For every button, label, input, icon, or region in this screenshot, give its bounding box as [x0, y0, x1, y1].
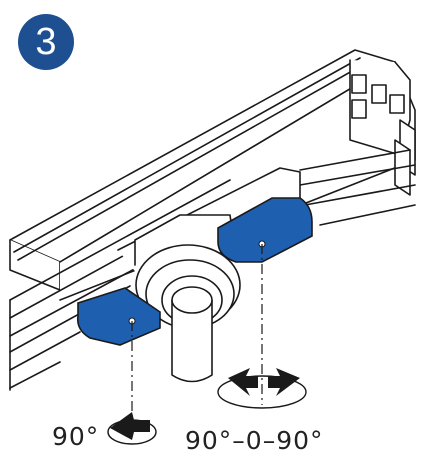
adapter-stem — [171, 286, 213, 383]
rotation-axes — [131, 244, 263, 440]
step-number: 3 — [35, 21, 57, 63]
step-badge: 3 — [18, 14, 74, 70]
rotation-label-right: 90°–0–90° — [185, 426, 324, 455]
rotate-arrow-icon — [217, 368, 307, 409]
rotate-arrow-icon — [107, 412, 157, 445]
rotate-arrow-icon — [268, 368, 300, 396]
rotation-label-left: 90° — [52, 422, 100, 451]
clamp-right — [217, 197, 313, 263]
rail-grooves — [9, 149, 416, 391]
